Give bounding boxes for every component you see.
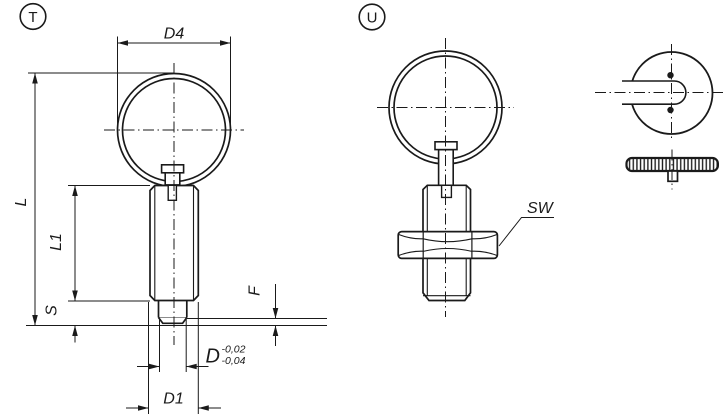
- t-tab-cap: [160, 164, 185, 174]
- pin-hole-lower: [667, 106, 674, 114]
- l1-extension-lines: [68, 185, 150, 302]
- variant-u-badge: [358, 3, 386, 31]
- dim-label-sw: SW: [527, 200, 555, 217]
- dim-label-d-tolerance-lower: -0,04: [222, 355, 246, 367]
- view-top: [595, 44, 726, 190]
- d4-extension-lines: [117, 36, 231, 127]
- t-top-slot: [167, 186, 178, 201]
- dim-label-d4: D4: [164, 26, 185, 43]
- view-u: [377, 38, 554, 317]
- dim-label-d-tolerance-upper: -0,02: [222, 344, 246, 356]
- variant-u-label: U: [367, 10, 378, 27]
- view-t-dimensions: [26, 36, 327, 414]
- dim-label-s: S: [44, 305, 61, 316]
- d-arrows: [149, 363, 197, 370]
- t-tab-neck: [164, 171, 181, 186]
- disc-stem: [667, 170, 679, 183]
- pin-hole-upper: [667, 72, 674, 79]
- variant-t-badge: [19, 2, 47, 31]
- t-pin-sides: [157, 300, 188, 318]
- dim-label-l1: L1: [48, 233, 65, 251]
- variant-t-label: T: [28, 9, 37, 26]
- dim-label-l: L: [13, 198, 30, 207]
- dim-label-d: D: [206, 346, 220, 368]
- d1-extension-lines: [148, 302, 199, 414]
- t-body-edge-lines: [154, 186, 195, 300]
- hex-nut: [397, 230, 499, 260]
- d-extension-lines: [159, 319, 187, 372]
- t-pin-tip: [157, 316, 188, 325]
- hex-nut-facet-lines: [422, 232, 473, 258]
- u-top-slot: [440, 186, 453, 199]
- dim-label-f: F: [247, 285, 264, 296]
- view-t: [104, 63, 244, 345]
- s-arrow: [72, 325, 78, 336]
- sw-leader-line: [498, 217, 554, 247]
- f-arrows: [272, 308, 279, 336]
- variant-tags: [19, 2, 386, 31]
- hex-nut-chamfer-arcs: [398, 233, 498, 257]
- dim-label-d1: D1: [163, 391, 183, 408]
